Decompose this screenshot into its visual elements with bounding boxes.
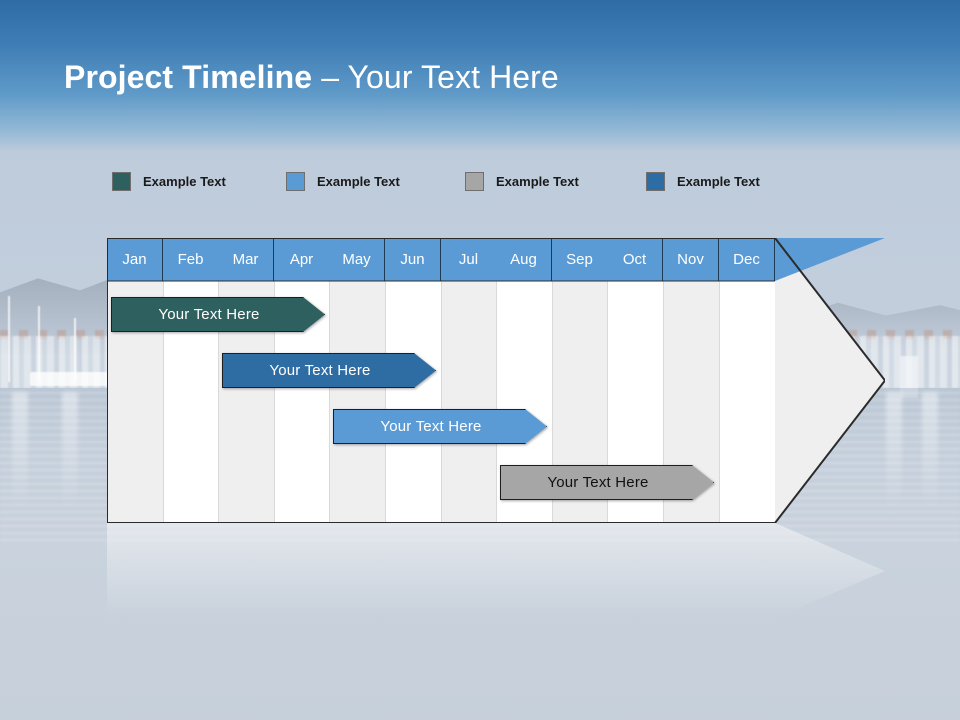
timeline-column-divider [329,281,330,523]
month-header-dec[interactable]: Dec [719,238,775,281]
timeline-column-stripe [385,281,441,523]
legend-swatch-icon [286,171,305,191]
timeline-bar[interactable]: Your Text Here [333,409,547,444]
month-header-oct[interactable]: Oct [607,238,663,281]
background-reflection [12,392,28,512]
timeline-column-stripe [719,281,775,523]
legend-swatch-icon [646,171,665,191]
timeline-column-divider [496,281,497,523]
legend-swatch-icon [465,171,484,191]
timeline-column-divider [385,281,386,523]
chart-reflection [107,523,885,618]
month-header-nov[interactable]: Nov [663,238,719,281]
timeline-bar[interactable]: Your Text Here [222,353,436,388]
timeline-column-divider [441,281,442,523]
timeline-bar-shape [500,465,714,500]
month-header-jan[interactable]: Jan [107,238,163,281]
background-sailboat-mast [8,296,10,382]
month-header-aug[interactable]: Aug [496,238,552,281]
background-sailboat-mast [74,318,76,382]
legend-label: Example Text [677,173,760,189]
timeline-bar[interactable]: Your Text Here [500,465,714,500]
page-title-light: – Your Text Here [312,59,559,95]
background-boat-hull [30,372,118,386]
month-header-jul[interactable]: Jul [441,238,497,281]
background-sailboat-mast [38,306,40,382]
timeline-bar-shape [222,353,436,388]
legend-swatch-icon [112,171,131,191]
legend-item[interactable]: Example Text [465,170,579,192]
legend-item[interactable]: Example Text [286,170,400,192]
timeline-bar-label: Your Text Here [380,418,482,435]
timeline-bar-label: Your Text Here [269,362,371,379]
month-header-sep[interactable]: Sep [552,238,608,281]
title-banner [0,0,960,152]
legend-label: Example Text [496,173,579,189]
page-title: Project Timeline – Your Text Here [64,59,559,96]
month-header-jun[interactable]: Jun [385,238,441,281]
timeline-bar-label: Your Text Here [547,474,649,491]
legend-item[interactable]: Example Text [646,170,760,192]
legend-label: Example Text [143,173,226,189]
timeline-bar-shape [333,409,547,444]
timeline-bar-shape [111,297,325,332]
month-header-mar[interactable]: Mar [218,238,274,281]
background-reflection [886,392,902,512]
timeline-bar-label: Your Text Here [158,306,260,323]
legend-item[interactable]: Example Text [112,170,226,192]
month-header-may[interactable]: May [329,238,385,281]
month-header-feb[interactable]: Feb [163,238,219,281]
page-title-strong: Project Timeline [64,59,313,95]
timeline-column-divider [719,281,720,523]
background-tower [900,356,918,398]
background-reflection [922,392,938,512]
month-header-apr[interactable]: Apr [274,238,330,281]
background-reflection [62,392,78,512]
timeline-bar[interactable]: Your Text Here [111,297,325,332]
legend-label: Example Text [317,173,400,189]
legend: Example Text Example Text Example Text Exam… [112,170,832,194]
